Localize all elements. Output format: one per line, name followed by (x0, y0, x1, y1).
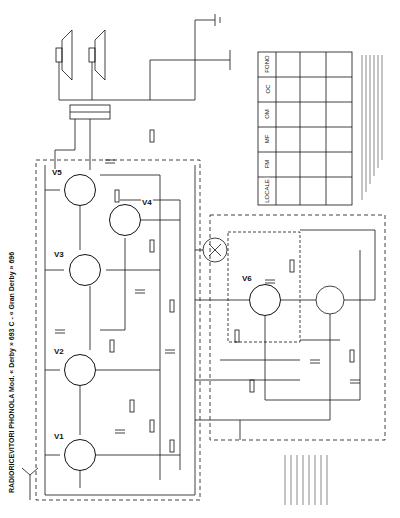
wire (240, 230, 375, 420)
table-cell: OC (264, 84, 270, 95)
capacitor-symbol (310, 360, 320, 363)
resistor-symbol (350, 350, 354, 362)
title: RADIORICEVITORI PHONOLA Mod. « Derby » 6… (9, 250, 16, 493)
capacitor-symbol (165, 350, 175, 353)
tuning-eye-tube (203, 238, 227, 262)
aerial-symbol (22, 468, 38, 500)
table-cell: FM (264, 159, 270, 170)
resistor-symbol (170, 440, 174, 452)
tube-envelope: V4 (109, 204, 141, 236)
switch-table (258, 52, 352, 205)
wire (100, 175, 180, 480)
tube-label: V6 (241, 275, 253, 283)
loudspeaker-symbol (56, 30, 120, 100)
tube-label: V5 (51, 169, 63, 177)
wire (96, 220, 180, 455)
resistor-symbol (250, 380, 254, 392)
tube-label: V4 (141, 199, 153, 207)
wire (195, 250, 300, 440)
capacitor-symbol (350, 380, 360, 383)
table-cell: LOCALE (264, 178, 270, 204)
tuner-outline (210, 215, 385, 440)
resistor-symbol (150, 240, 154, 252)
tube-envelope: V6 (249, 284, 281, 316)
tube-label: V2 (53, 348, 65, 356)
tube-envelope: V5 (64, 174, 96, 206)
resistor-symbol (170, 300, 174, 312)
legend-lines (285, 455, 327, 505)
capacitor-symbol (135, 290, 145, 293)
tube-envelope: V2 (64, 354, 96, 386)
wire (80, 206, 125, 488)
capacitor-symbol (265, 280, 275, 283)
capacitor-symbol (115, 430, 125, 433)
resistor-symbol (150, 130, 154, 142)
tube-label: V3 (53, 251, 65, 259)
note-text-lines (362, 55, 382, 200)
wire (45, 165, 195, 495)
resistor-symbol (110, 340, 114, 352)
wire (120, 14, 220, 100)
tube-envelope: V3 (69, 254, 101, 286)
tuner-screen (228, 232, 300, 342)
chassis-outline (36, 160, 200, 500)
resistor-symbol (290, 260, 294, 272)
tube-symbol (316, 286, 344, 314)
capacitor-symbol (105, 160, 115, 163)
table-cell: OM (264, 108, 270, 120)
wire (220, 250, 360, 400)
table-cell: FONO (264, 54, 270, 73)
resistor-symbol (130, 400, 134, 412)
component-symbols (55, 130, 360, 452)
transformer-symbol (55, 105, 110, 175)
capacitor-symbol (55, 330, 65, 333)
resistor-symbol (235, 330, 239, 342)
wire (45, 190, 64, 455)
resistor-symbol (115, 190, 119, 202)
tube-envelope: V1 (64, 439, 96, 471)
resistor-symbol (150, 420, 154, 432)
tube-label: V1 (53, 433, 65, 441)
wire (150, 50, 230, 100)
table-cell: MF (264, 134, 270, 145)
